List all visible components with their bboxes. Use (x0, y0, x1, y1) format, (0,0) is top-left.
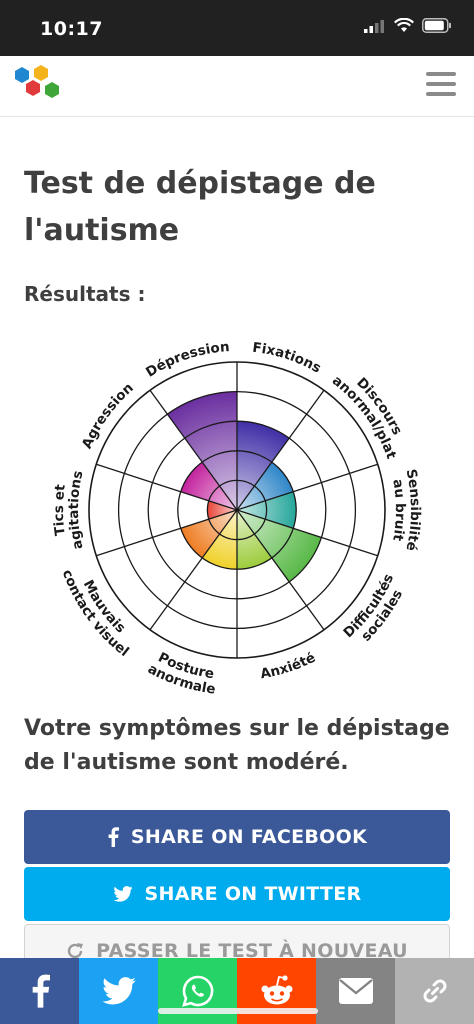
whatsapp-icon (181, 975, 213, 1007)
results-summary: Votre symptômes sur le dépistage de l'au… (24, 716, 450, 775)
chart-category-label: Sensibilité (403, 468, 422, 553)
chart-spoke (96, 509, 238, 557)
share-bar-whatsapp[interactable] (158, 958, 237, 1024)
reddit-icon (261, 975, 292, 1005)
chart-category-label: Tics et (52, 483, 69, 537)
chart-wedge (180, 510, 237, 558)
facebook-icon (32, 974, 50, 1008)
chart-spoke (149, 389, 238, 511)
chart-category-label: Dépression (143, 339, 230, 381)
status-bar: 10:17 (0, 0, 474, 56)
share-bar-reddit[interactable] (237, 958, 316, 1024)
chart-spoke (236, 463, 378, 511)
chart-spoke (149, 509, 238, 631)
share-twitter-label: SHARE ON TWITTER (144, 883, 362, 905)
share-bar-twitter[interactable] (79, 958, 158, 1024)
share-bar-facebook[interactable] (0, 958, 79, 1024)
site-header (0, 56, 474, 117)
email-icon (338, 978, 373, 1004)
status-icons (364, 18, 452, 33)
results-label: Résultats : (24, 282, 146, 306)
status-time: 10:17 (40, 18, 103, 40)
chart-wedge (237, 421, 290, 510)
hamburger-menu-icon[interactable] (426, 72, 456, 98)
facebook-icon (108, 827, 119, 847)
refresh-icon (67, 943, 84, 959)
share-bar-email[interactable] (316, 958, 395, 1024)
share-facebook-label: SHARE ON FACEBOOK (130, 826, 368, 848)
chart-category-label: agitations (66, 469, 87, 551)
share-bar-copy-link[interactable] (395, 958, 474, 1024)
chart-category-label: au bruit (389, 478, 408, 543)
twitter-icon (112, 886, 133, 902)
share-twitter-button[interactable]: SHARE ON TWITTER (24, 867, 450, 921)
retake-test-label: PASSER LE TEST À NOUVEAU (96, 940, 408, 962)
battery-icon (422, 18, 451, 33)
share-facebook-button[interactable]: SHARE ON FACEBOOK (24, 810, 450, 864)
share-bar (0, 958, 474, 1024)
chart-wedge (207, 500, 237, 520)
home-indicator (158, 1008, 318, 1014)
wifi-icon (394, 18, 414, 32)
chart-wedge (237, 462, 294, 510)
hexagon-cluster-logo[interactable] (12, 64, 68, 108)
chart-spoke (236, 509, 378, 557)
chart-wedge (237, 510, 272, 570)
chart-wedge (237, 510, 322, 582)
page-title: Test de dépistage de l'autisme (24, 166, 376, 248)
results-polar-chart: FixationsDiscoursanormal/platSensibilité… (52, 339, 422, 695)
chart-spoke (236, 509, 325, 631)
chart-wedge (180, 462, 237, 510)
signal-icon (364, 19, 384, 33)
chart-wedge (167, 391, 237, 510)
twitter-icon (101, 977, 136, 1005)
chart-category-label: Agression (79, 380, 137, 451)
chart-wedge (202, 510, 237, 570)
chart-spoke (236, 389, 325, 511)
link-icon (423, 979, 446, 1003)
chart-spoke (96, 463, 238, 511)
